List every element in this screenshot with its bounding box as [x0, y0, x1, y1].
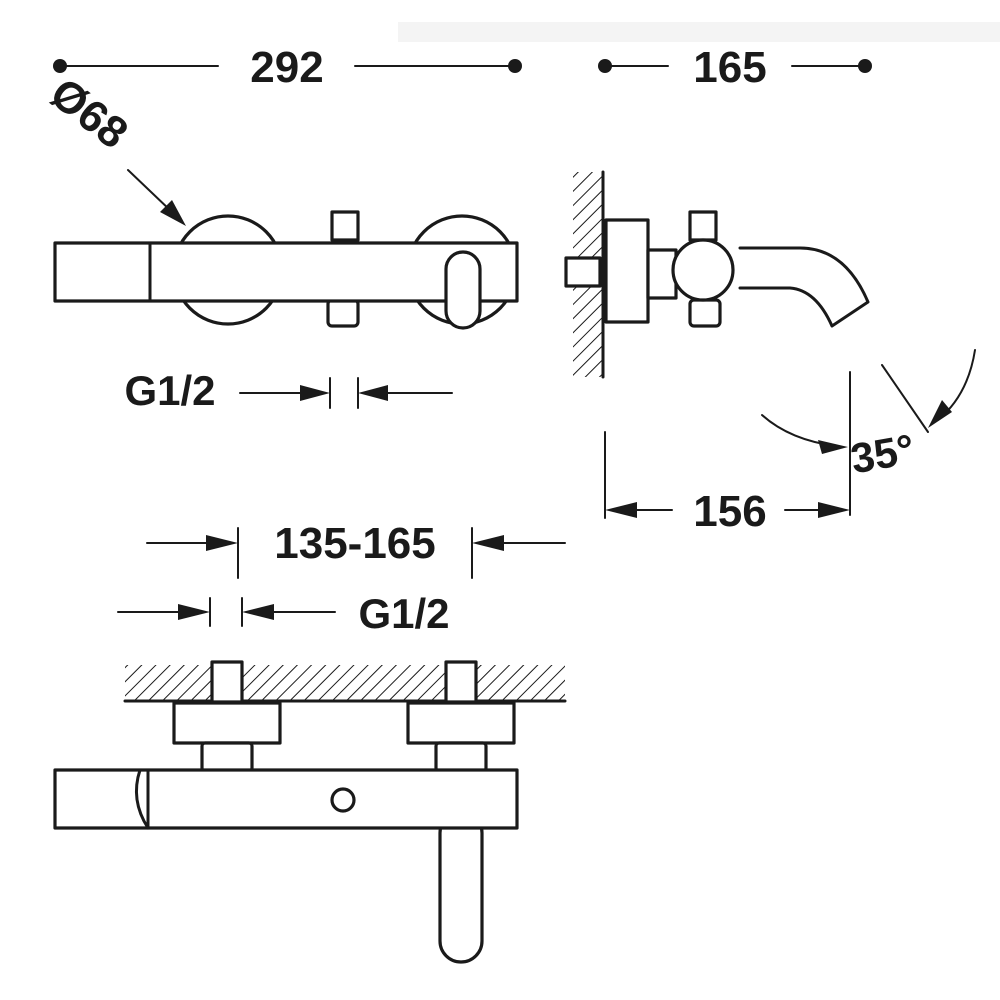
dimension-centers-range: 135-165 — [146, 519, 566, 579]
top-view — [53, 660, 567, 964]
side-view — [564, 170, 870, 379]
dimension-overall-width: 292 — [53, 43, 522, 92]
dimension-depth: 165 — [598, 43, 872, 92]
dimension-spout-angle: 35° — [761, 349, 976, 516]
dimension-inlet-thread: G1/2 — [117, 590, 450, 637]
label-centers-range: 135-165 — [274, 519, 435, 568]
top-strip — [398, 22, 1000, 42]
label-outlet-thread: G1/2 — [124, 367, 215, 414]
label-spout-reach: 156 — [693, 487, 766, 536]
label-handle-diameter: Ø68 — [41, 69, 137, 159]
front-view — [53, 210, 519, 330]
label-inlet-thread: G1/2 — [358, 590, 449, 637]
label-overall-width: 292 — [250, 43, 323, 92]
dimension-handle-diameter: Ø68 — [41, 69, 186, 226]
label-spout-angle: 35° — [847, 425, 918, 482]
dimension-outlet-thread: G1/2 — [124, 367, 453, 414]
label-depth: 165 — [693, 43, 766, 92]
dimension-spout-reach: 156 — [604, 431, 850, 536]
